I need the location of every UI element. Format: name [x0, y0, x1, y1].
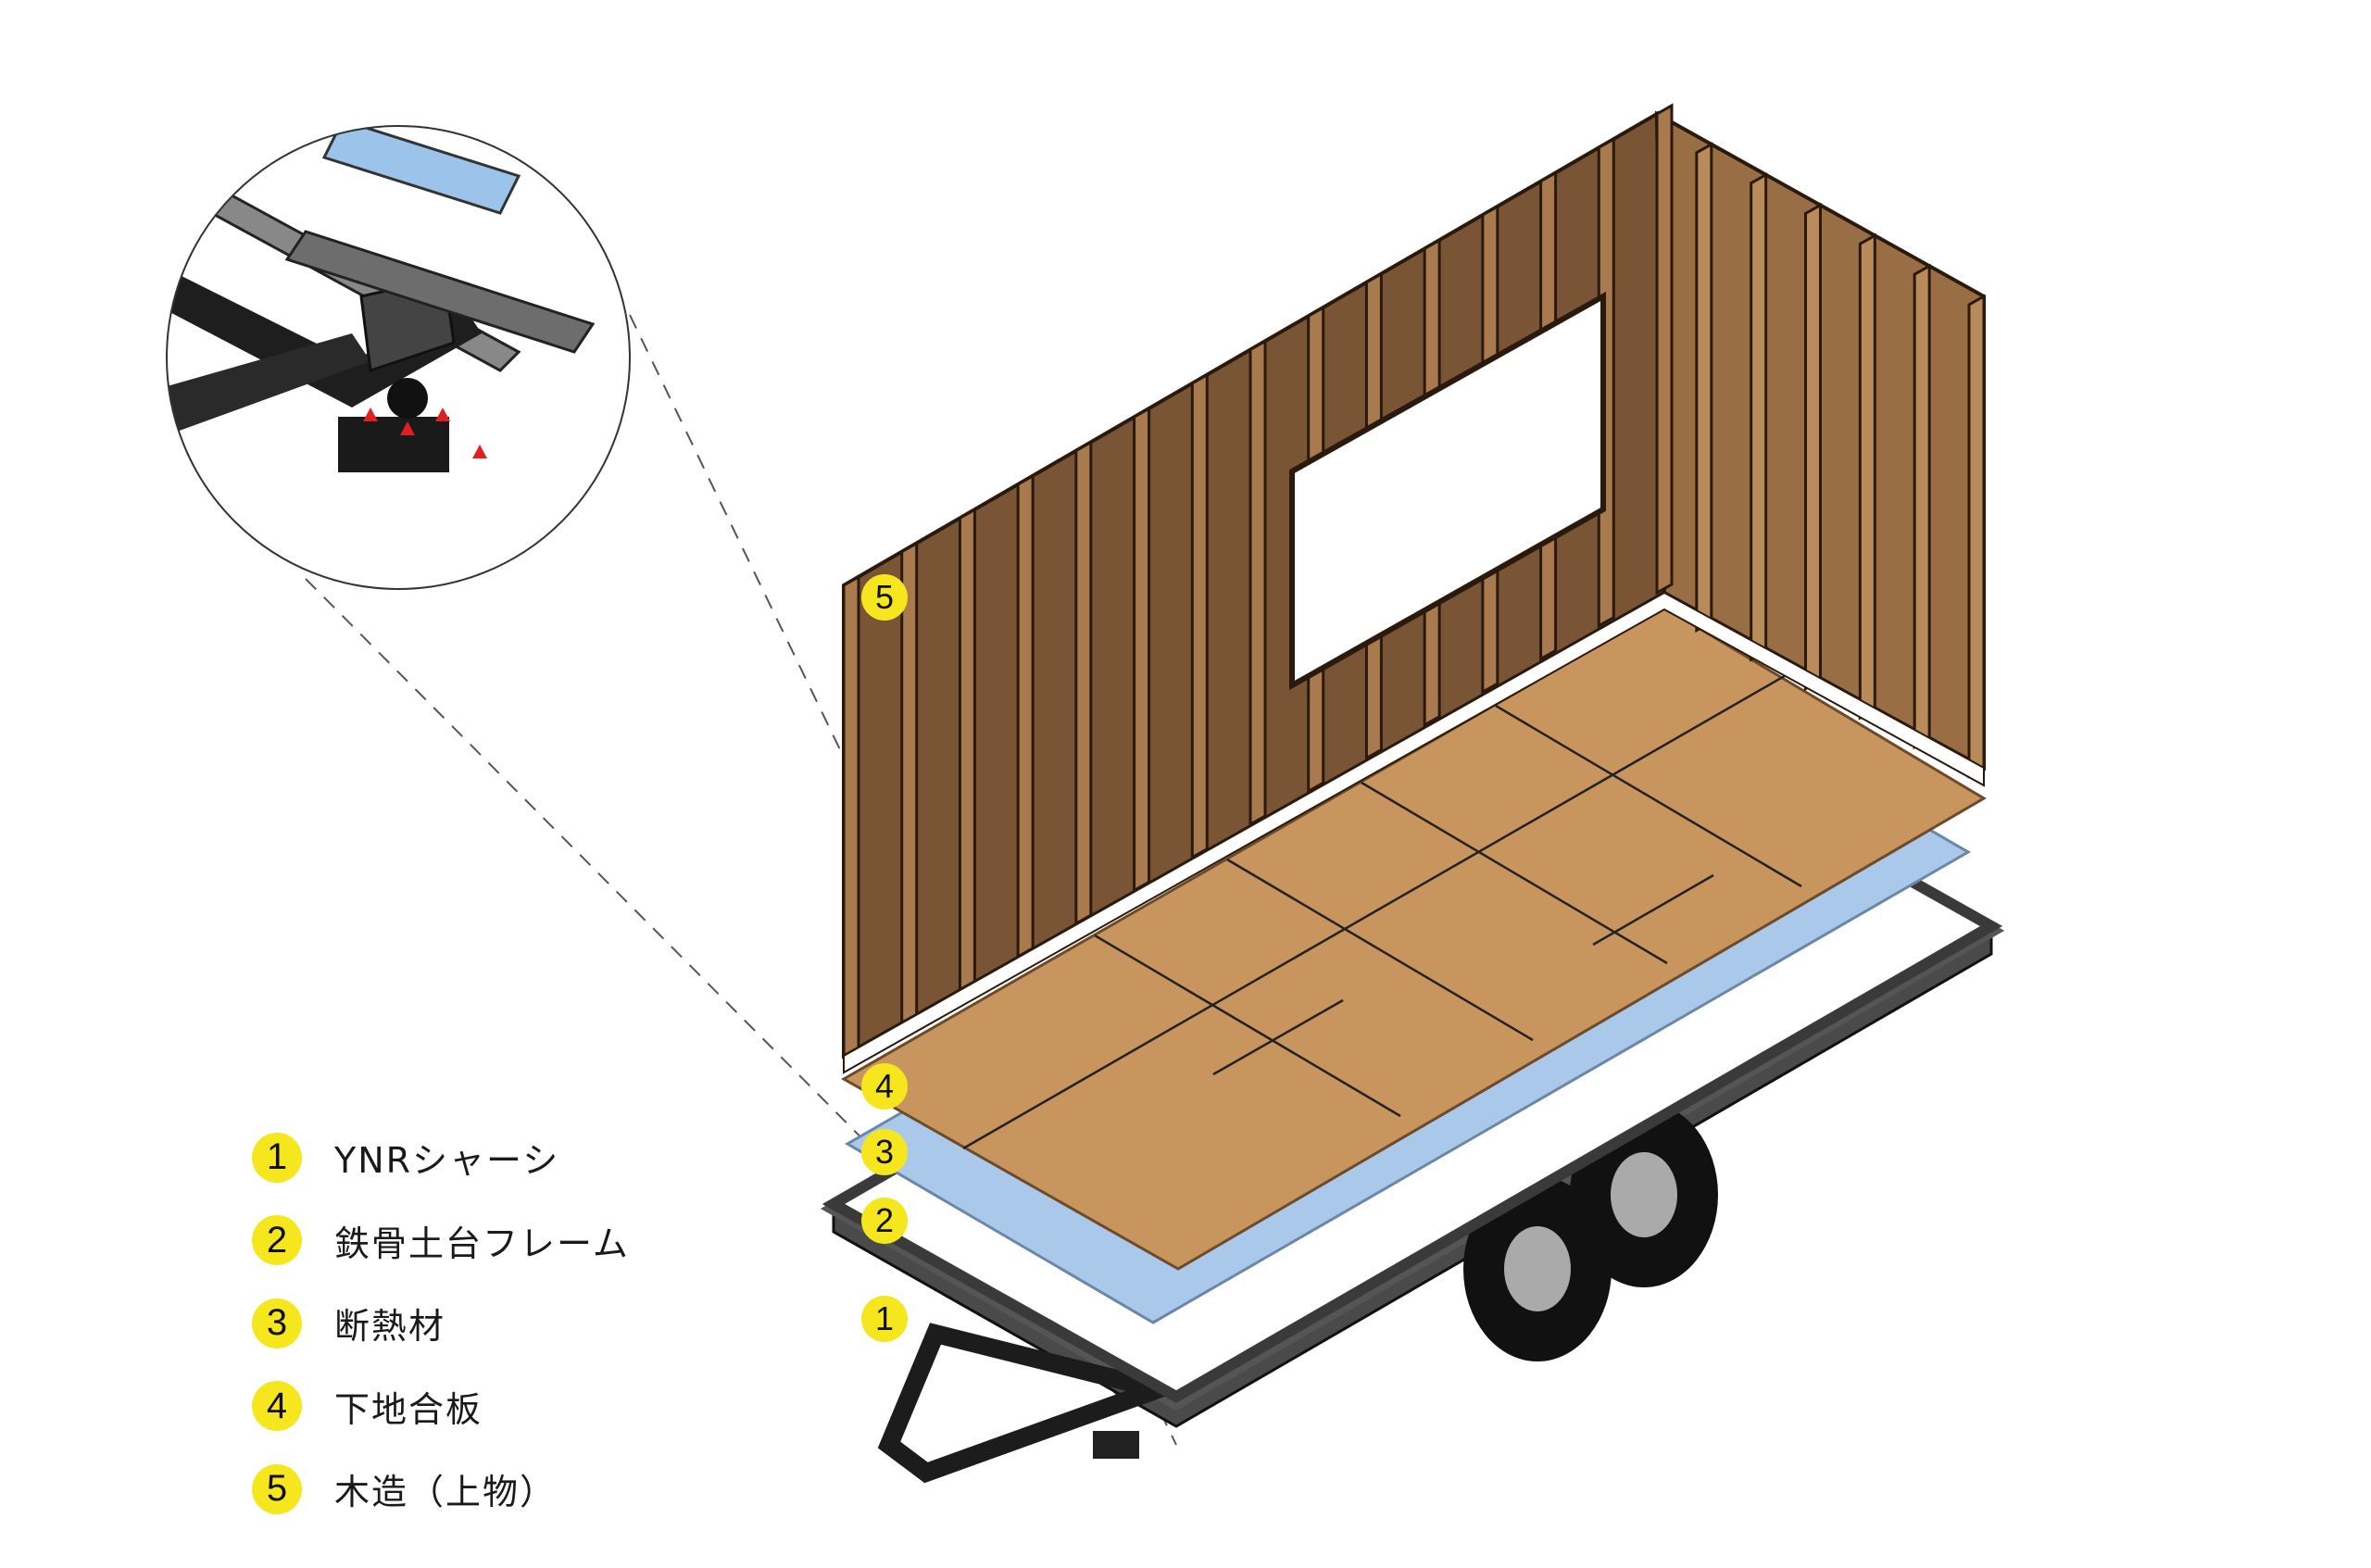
- wall-stud: [958, 507, 976, 993]
- legend-item: 3 断熱材: [252, 1282, 630, 1365]
- figure-marker-2: 2: [861, 1198, 908, 1244]
- wall-stud: [1248, 338, 1267, 827]
- wall-stud: [1655, 103, 1674, 596]
- figure-marker-5: 5: [861, 574, 908, 621]
- wall-stud: [1695, 142, 1713, 633]
- figure-marker-4: 4: [861, 1063, 908, 1110]
- legend-label: 鉄骨土台フレーム: [334, 1223, 630, 1264]
- legend-label: 断熱材: [334, 1306, 446, 1348]
- legend-label: 下地合板: [334, 1388, 483, 1430]
- legend-item: 1 YNRシャーシ: [252, 1116, 630, 1199]
- number-badge: 3: [252, 1298, 302, 1348]
- number-badge: 4: [252, 1381, 302, 1432]
- wall-stud: [900, 541, 919, 1025]
- number-badge: 2: [252, 1215, 302, 1266]
- legend: 1 YNRシャーシ 2 鉄骨土台フレーム 3 断熱材 4 下地合板 5 木造（上物）: [252, 1116, 630, 1531]
- number-badge: 1: [252, 1132, 302, 1183]
- wall-stud: [1750, 172, 1768, 662]
- timber-frame-walls: [842, 103, 1986, 1074]
- wall-stud: [1858, 232, 1876, 721]
- wall-stud: [1967, 294, 1986, 779]
- number-badge: 5: [252, 1463, 302, 1514]
- detail-zoom-callout: [166, 125, 1177, 1446]
- figure-marker-1: 1: [861, 1296, 908, 1342]
- figure-marker-3: 3: [861, 1129, 908, 1175]
- legend-item: 2 鉄骨土台フレーム: [252, 1199, 630, 1283]
- legend-label: YNRシャーシ: [334, 1140, 560, 1182]
- legend-item: 4 下地合板: [252, 1365, 630, 1449]
- wall-stud: [1804, 202, 1822, 692]
- legend-label: 木造（上物）: [334, 1472, 558, 1513]
- wall-stud: [1913, 263, 1931, 750]
- wall-stud: [1016, 473, 1035, 960]
- wall-stud: [1133, 406, 1151, 893]
- legend-item: 5 木造（上物）: [252, 1448, 630, 1531]
- window-opening: [1289, 291, 1606, 691]
- wall-stud: [842, 574, 860, 1059]
- wall-stud: [1074, 440, 1093, 926]
- wall-stud: [1190, 372, 1209, 860]
